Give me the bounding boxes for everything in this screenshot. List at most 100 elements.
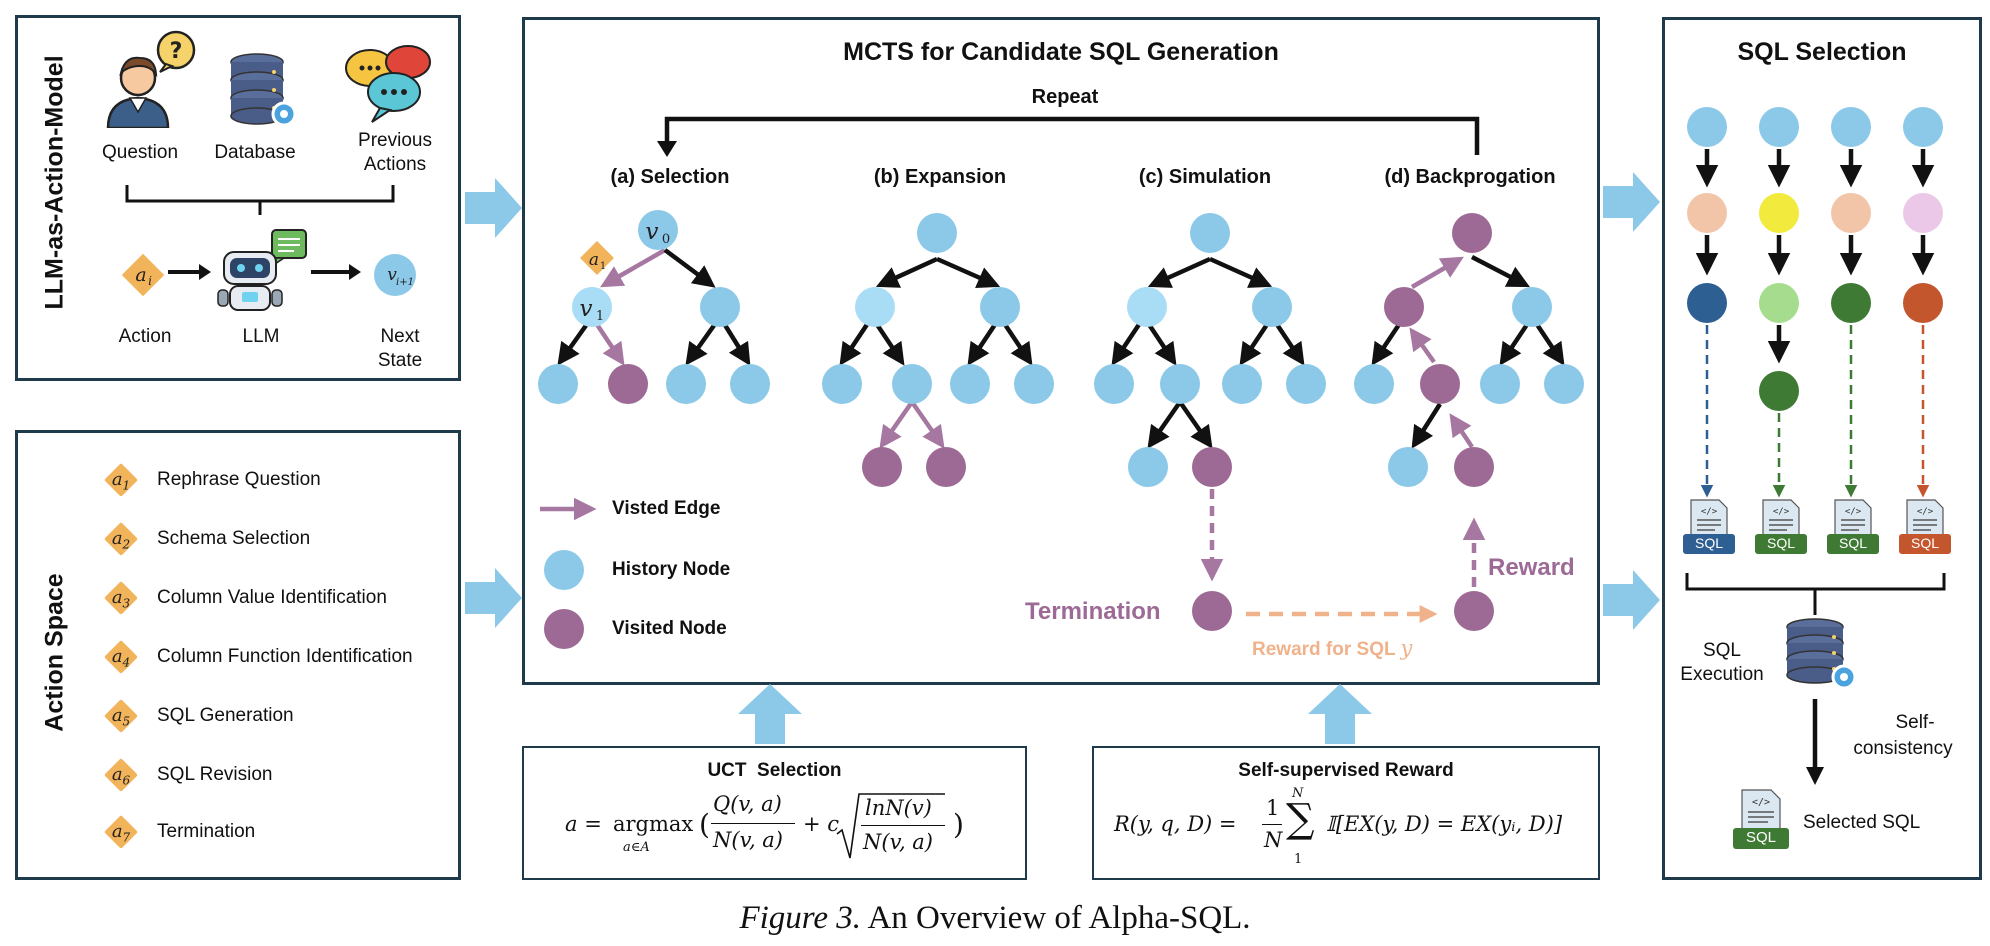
action-diamond-icon: a1 — [105, 464, 137, 496]
stage-expansion-label: (b) Expansion — [873, 166, 1007, 188]
sqrt-icon — [836, 793, 945, 859]
stage-backpropagation-label: (d) Backprogation — [1384, 166, 1556, 188]
previous-actions-label-2: Actions — [363, 154, 427, 175]
robot-llm-icon — [217, 229, 307, 311]
selection-tree: v 0 v 1 a 1 — [538, 210, 770, 404]
question-label: Question — [101, 142, 179, 163]
self-supervised-reward-box — [1092, 746, 1600, 880]
svg-text:?: ? — [170, 39, 183, 64]
legend-history-node-label: History Node — [612, 559, 731, 580]
legend — [540, 497, 597, 649]
svg-text:v: v — [646, 219, 659, 245]
reward-box-title: Self-supervised Reward — [1238, 760, 1454, 781]
action-space-title: Action Space — [40, 573, 69, 732]
repeat-arrowhead — [657, 141, 677, 157]
big-arrow-right-icon — [1603, 570, 1660, 630]
database-icon — [230, 53, 297, 127]
svg-text:</>: </> — [1701, 507, 1718, 517]
big-arrow-right-icon — [465, 178, 522, 238]
action-diamond-icon: a7 — [105, 816, 137, 848]
node-v0 — [638, 210, 678, 250]
action-item: a7 Termination — [105, 814, 255, 850]
action-label: Schema Selection — [157, 528, 311, 549]
action-label: Column Value Identification — [157, 587, 387, 608]
selected-sql-file-icon: </> SQL — [1733, 788, 1789, 850]
action-item: a5 SQL Generation — [105, 698, 294, 734]
action-diamond-icon: a4 — [105, 641, 137, 673]
next-state-node-icon: v i+1 — [374, 254, 416, 296]
action-diamond-icon: a5 — [105, 700, 137, 732]
action-diamond-icon: a2 — [105, 523, 137, 555]
svg-text:v: v — [387, 265, 397, 285]
sql-selection-panel — [1662, 17, 1982, 880]
repeat-label: Repeat — [1031, 86, 1099, 108]
sql-execution-label-1: SQL — [1702, 640, 1742, 661]
question-person-icon: ? — [106, 30, 196, 128]
selected-sql-file-label: SQL — [1745, 829, 1776, 846]
termination-node — [1192, 591, 1232, 631]
reward-formula: R(y, q, D) = 1 N N ∑ 1 𝕀[EX(y, D) = EX(y… — [1114, 786, 1563, 867]
svg-text:0: 0 — [662, 232, 670, 247]
uct-formula: a = argmax a∈A ( Q(v, a) N(v, a) + c lnN… — [565, 790, 1005, 870]
sql-file-icon: </> SQL — [1683, 498, 1735, 556]
action-space-panel — [15, 430, 461, 880]
svg-text:1: 1 — [600, 261, 606, 272]
database-label: Database — [214, 142, 296, 163]
legend-visited-node-label: Visited Node — [612, 618, 727, 639]
sql-execution-database-icon — [1786, 618, 1857, 690]
previous-actions-icon — [345, 45, 431, 123]
self-consistency-label-1: Self- — [1895, 712, 1935, 733]
sql-file-icon: </> SQL — [1899, 498, 1951, 556]
uct-selection-box — [522, 746, 1027, 880]
expansion-tree — [822, 213, 1054, 487]
action-item: a1 Rephrase Question — [105, 462, 321, 498]
sql-file-label: SQL — [1910, 535, 1939, 551]
sql-selection-title: SQL Selection — [1737, 38, 1907, 66]
action-label: SQL Generation — [157, 705, 294, 726]
svg-text:i: i — [148, 274, 152, 288]
action-diamond-icon: a6 — [105, 759, 137, 791]
svg-text:v: v — [580, 296, 593, 322]
action-label: SQL Revision — [157, 764, 273, 785]
big-arrow-right-icon — [465, 568, 522, 628]
svg-text:</>: </> — [1845, 507, 1862, 517]
repeat-arrow — [664, 116, 1480, 155]
svg-text:a: a — [589, 250, 599, 270]
legend-visited-node-icon — [544, 609, 584, 649]
llm-label: LLM — [242, 326, 280, 347]
action-diamond-icon: a i — [121, 253, 165, 297]
previous-actions-label-1: Previous — [358, 130, 432, 151]
caption-text: An Overview of Alpha-SQL. — [861, 900, 1251, 936]
svg-text:</>: </> — [1773, 507, 1790, 517]
big-arrow-up-icon — [738, 684, 802, 744]
mcts-diagram: v 0 v 1 a 1 — [538, 116, 1584, 649]
reward-for-sql-label: Reward for SQL y — [1252, 636, 1413, 660]
sql-selection-diagram — [1685, 107, 1946, 785]
simulation-tree — [1094, 213, 1326, 631]
svg-text:a: a — [135, 264, 146, 286]
llm-panel-connectors — [125, 185, 395, 280]
legend-visited-edge-label: Visted Edge — [612, 498, 721, 519]
figure-caption: Figure 3. An Overview of Alpha-SQL. — [0, 900, 1990, 937]
legend-history-node-icon — [544, 550, 584, 590]
action-label: Action — [118, 326, 172, 347]
selected-sql-label: Selected SQL — [1803, 812, 1921, 833]
uct-title: UCT Selection — [707, 760, 842, 781]
backpropagation-tree — [1354, 213, 1584, 631]
stage-simulation-label: (c) Simulation — [1138, 166, 1272, 188]
termination-label: Termination — [1025, 598, 1161, 625]
reward-label: Reward — [1488, 554, 1575, 581]
next-state-label-2: State — [377, 350, 423, 371]
action-label: Column Function Identification — [157, 646, 413, 667]
sql-file-label: SQL — [1838, 535, 1867, 551]
svg-text:</>: </> — [1917, 507, 1934, 517]
action-label: Termination — [157, 821, 256, 842]
node-v1 — [572, 287, 612, 327]
caption-prefix: Figure 3. — [739, 900, 862, 936]
svg-text:i+1: i+1 — [396, 277, 414, 288]
next-state-label-1: Next — [380, 326, 420, 347]
action-item: a2 Schema Selection — [105, 521, 310, 557]
stage-selection-label: (a) Selection — [610, 166, 730, 188]
big-arrow-up-icon — [1308, 684, 1372, 744]
self-consistency-label-2: consistency — [1853, 738, 1953, 759]
